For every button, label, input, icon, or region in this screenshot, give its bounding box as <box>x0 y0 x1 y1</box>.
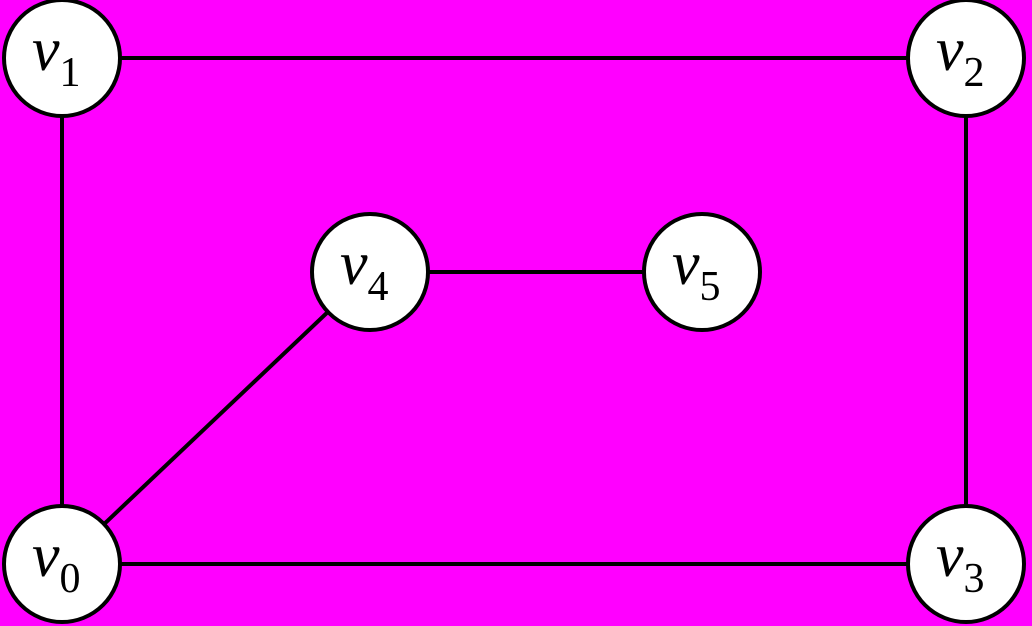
node-label-subscript: 1 <box>60 50 81 96</box>
node-label: v2 <box>936 16 985 96</box>
node-label-letter: v <box>32 522 60 590</box>
node-label-letter: v <box>936 522 964 590</box>
node-label: v1 <box>32 16 81 96</box>
node-circle <box>906 0 1026 118</box>
node-v1: v1 <box>2 0 122 118</box>
node-v0: v0 <box>2 504 122 624</box>
node-label: v4 <box>340 230 389 310</box>
node-label-subscript: 2 <box>964 50 985 96</box>
node-label-subscript: 4 <box>368 264 389 310</box>
node-label-letter: v <box>936 16 964 84</box>
node-v2: v2 <box>906 0 1026 118</box>
node-circle <box>310 212 430 332</box>
node-v4: v4 <box>310 212 430 332</box>
node-circle <box>2 0 122 118</box>
edge-v0-v4 <box>60 270 372 566</box>
node-label-subscript: 0 <box>60 556 81 602</box>
node-circle <box>642 212 762 332</box>
node-label: v0 <box>32 522 81 602</box>
edge-layer <box>60 56 968 566</box>
node-v3: v3 <box>906 504 1026 624</box>
node-circle <box>2 504 122 624</box>
node-circle <box>906 504 1026 624</box>
node-label-letter: v <box>672 230 700 298</box>
node-label-letter: v <box>32 16 60 84</box>
node-label-letter: v <box>340 230 368 298</box>
node-label-subscript: 3 <box>964 556 985 602</box>
node-label-subscript: 5 <box>700 264 721 310</box>
node-label: v3 <box>936 522 985 602</box>
node-label: v5 <box>672 230 721 310</box>
node-v5: v5 <box>642 212 762 332</box>
